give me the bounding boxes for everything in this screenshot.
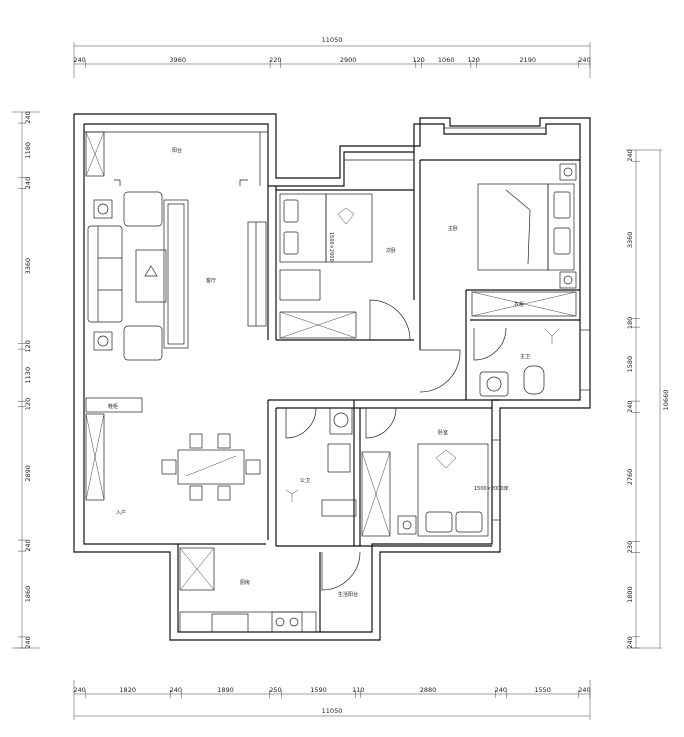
dim-top-8: 240 xyxy=(578,56,590,64)
dim-top-2: 220 xyxy=(269,56,281,64)
label-third-bedroom: 卧室 xyxy=(438,429,448,436)
dim-left-2: 240 xyxy=(24,177,32,189)
dim-top-1: 3960 xyxy=(169,56,186,64)
bottom-total-dim: 11050 xyxy=(322,707,343,715)
right-dimension-line: 10660 240 3360 180 1580 240 2760 230 1800 240 xyxy=(626,149,670,649)
dim-bottom-4: 250 xyxy=(269,686,281,694)
dim-right-2: 180 xyxy=(626,317,634,329)
label-kitchen: 厨房 xyxy=(240,579,250,586)
dim-right-7: 1800 xyxy=(626,586,634,603)
dim-right-5: 2760 xyxy=(626,469,634,486)
label-dining: 入户 xyxy=(116,509,126,516)
dim-top-6: 120 xyxy=(467,56,479,64)
dim-top-7: 2190 xyxy=(519,56,536,64)
dim-left-3: 3360 xyxy=(24,258,32,275)
bedroom-3-furniture xyxy=(361,443,489,537)
living-furniture xyxy=(85,131,267,501)
dim-left-10: 240 xyxy=(24,636,32,648)
doors xyxy=(114,179,507,591)
label-laundry: 生活阳台 xyxy=(338,591,358,598)
room-labels: 阳台 客厅 入户 厨房 主卧 次卧 卧室 主卫 公卫 生活阳台 1500×200… xyxy=(108,147,530,598)
label-bed-size-2: 1500×2000床 xyxy=(474,485,509,492)
dim-bottom-7: 2880 xyxy=(420,686,437,694)
left-dimension-line: 240 1180 240 3360 120 1130 120 2890 240 1860 240 xyxy=(12,111,40,649)
dim-left-4: 120 xyxy=(24,340,32,352)
dim-right-6: 230 xyxy=(626,541,634,553)
label-second-bedroom: 次卧 xyxy=(386,247,396,254)
label-living: 客厅 xyxy=(206,277,216,284)
dim-top-0: 240 xyxy=(73,56,85,64)
label-master-bath: 主卫 xyxy=(520,353,530,360)
top-total-dim: 11050 xyxy=(322,36,343,44)
bottom-dimension-line: 11050 240 1820 240 1890 250 1590 110 2880 240 155… xyxy=(73,680,591,720)
label-bed-size: 1500×2000 xyxy=(328,232,334,262)
dim-bottom-3: 1890 xyxy=(217,686,234,694)
walls xyxy=(73,113,591,641)
dim-left-0: 240 xyxy=(24,111,32,123)
label-wardrobe: 衣柜 xyxy=(514,301,524,308)
label-balcony: 阳台 xyxy=(172,147,182,154)
kitchen-fixtures xyxy=(179,547,317,633)
bedroom-2-furniture xyxy=(279,193,373,339)
guest-bath-fixtures xyxy=(285,407,357,517)
dim-bottom-8: 240 xyxy=(495,686,507,694)
dim-bottom-5: 1590 xyxy=(310,686,327,694)
label-shoe-cabinet: 鞋柜 xyxy=(108,403,118,410)
dim-right-4: 240 xyxy=(626,400,634,412)
dim-left-6: 120 xyxy=(24,398,32,410)
dim-right-1: 3360 xyxy=(626,232,634,249)
dim-bottom-6: 110 xyxy=(352,686,364,694)
dim-left-7: 2890 xyxy=(24,465,32,482)
label-master-bedroom: 主卧 xyxy=(448,225,458,232)
master-bedroom-furniture xyxy=(471,163,577,317)
dim-right-8: 240 xyxy=(626,636,634,648)
top-dimension-line: 11050 240 3960 220 2900 120 1060 120 2190 240 xyxy=(73,36,591,78)
dim-bottom-2: 240 xyxy=(170,686,182,694)
dim-top-4: 120 xyxy=(412,56,424,64)
dim-left-1: 1180 xyxy=(24,142,32,159)
master-bath-fixtures xyxy=(479,329,559,397)
dim-left-5: 1130 xyxy=(24,367,32,384)
dim-right-3: 1580 xyxy=(626,356,634,373)
right-total-dim: 10660 xyxy=(662,390,670,411)
dim-top-3: 2900 xyxy=(340,56,357,64)
label-guest-bath: 公卫 xyxy=(300,478,310,484)
dim-bottom-0: 240 xyxy=(73,686,85,694)
dim-bottom-9: 1550 xyxy=(534,686,551,694)
dim-left-8: 240 xyxy=(24,539,32,551)
dim-left-9: 1860 xyxy=(24,586,32,603)
dim-top-5: 1060 xyxy=(438,56,455,64)
dim-right-0: 240 xyxy=(626,149,634,161)
dining-furniture xyxy=(161,433,261,501)
dim-bottom-1: 1820 xyxy=(119,686,136,694)
dim-bottom-10: 240 xyxy=(578,686,590,694)
